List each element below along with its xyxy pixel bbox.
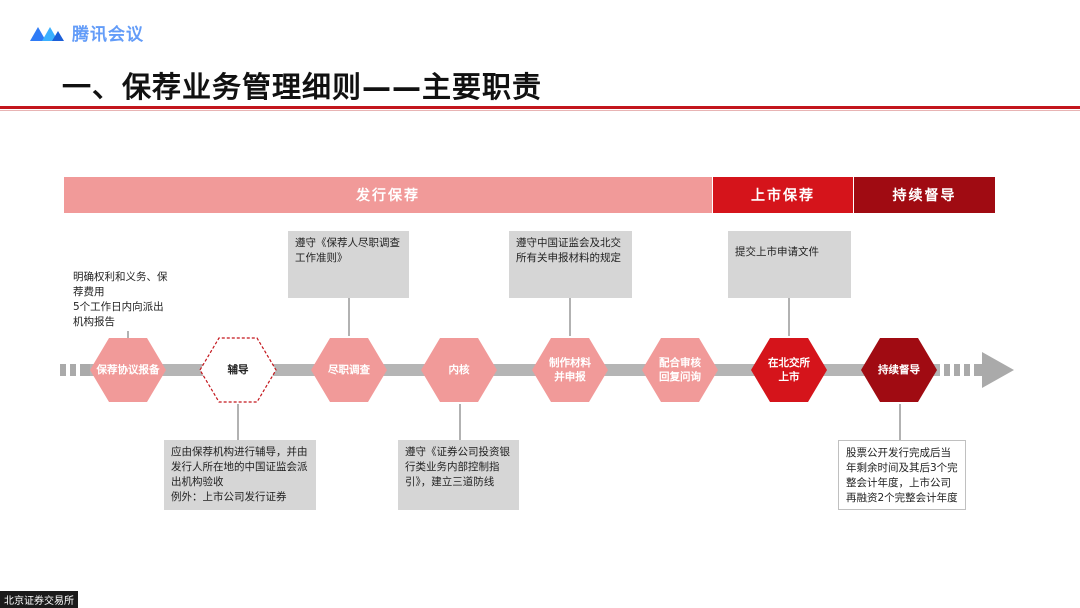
page-title: 一、保荐业务管理细则——主要职责 <box>62 70 543 104</box>
footer-watermark: 北京证券交易所 <box>0 591 78 608</box>
step-agreement-filing: 保荐协议报备 <box>96 364 160 376</box>
phase-continuous-supervision: 持续督导 <box>854 177 995 213</box>
note-supervision-period: 股票公开发行完成后当年剩余时间及其后3个完整会计年度，上市公司再融资2个完整会计… <box>838 440 966 510</box>
note-filing: 遵守中国证监会及北交所有关申报材料的规定 <box>509 231 632 298</box>
note-listing-application: 提交上市申请文件 <box>728 231 851 298</box>
logo-text: 腾讯会议 <box>72 25 144 45</box>
step-prepare-and-file: 制作材料并申报 <box>549 357 591 383</box>
step-due-diligence: 尽职调查 <box>328 364 370 376</box>
phase-issuance-sponsorship: 发行保荐 <box>64 177 712 213</box>
step-bse-listing: 在北交所上市 <box>768 357 810 383</box>
title-divider-secondary <box>0 110 1080 111</box>
step-internal-review: 内核 <box>448 364 470 376</box>
note-internal-review: 遵守《证券公司投资银行类业务内部控制指引》，建立三道防线 <box>398 440 519 510</box>
note-due-diligence: 遵守《保荐人尽职调查工作准则》 <box>288 231 409 298</box>
step-review-response: 配合审核回复问询 <box>659 357 701 383</box>
step-continuous-supervision: 持续督导 <box>878 364 920 376</box>
step-tutoring: 辅导 <box>227 364 249 376</box>
phase-listing-sponsorship: 上市保荐 <box>713 177 853 213</box>
note-tutoring: 应由保荐机构进行辅导，并由发行人所在地的中国证监会派出机构验收 例外：上市公司发… <box>164 440 316 510</box>
title-divider <box>0 106 1080 109</box>
app-logo: 腾讯会议 <box>28 20 144 45</box>
note-agreement: 明确权利和义务、保荐费用 5个工作日内向派出机构报告 <box>66 265 180 331</box>
meeting-logo-icon <box>30 26 64 41</box>
